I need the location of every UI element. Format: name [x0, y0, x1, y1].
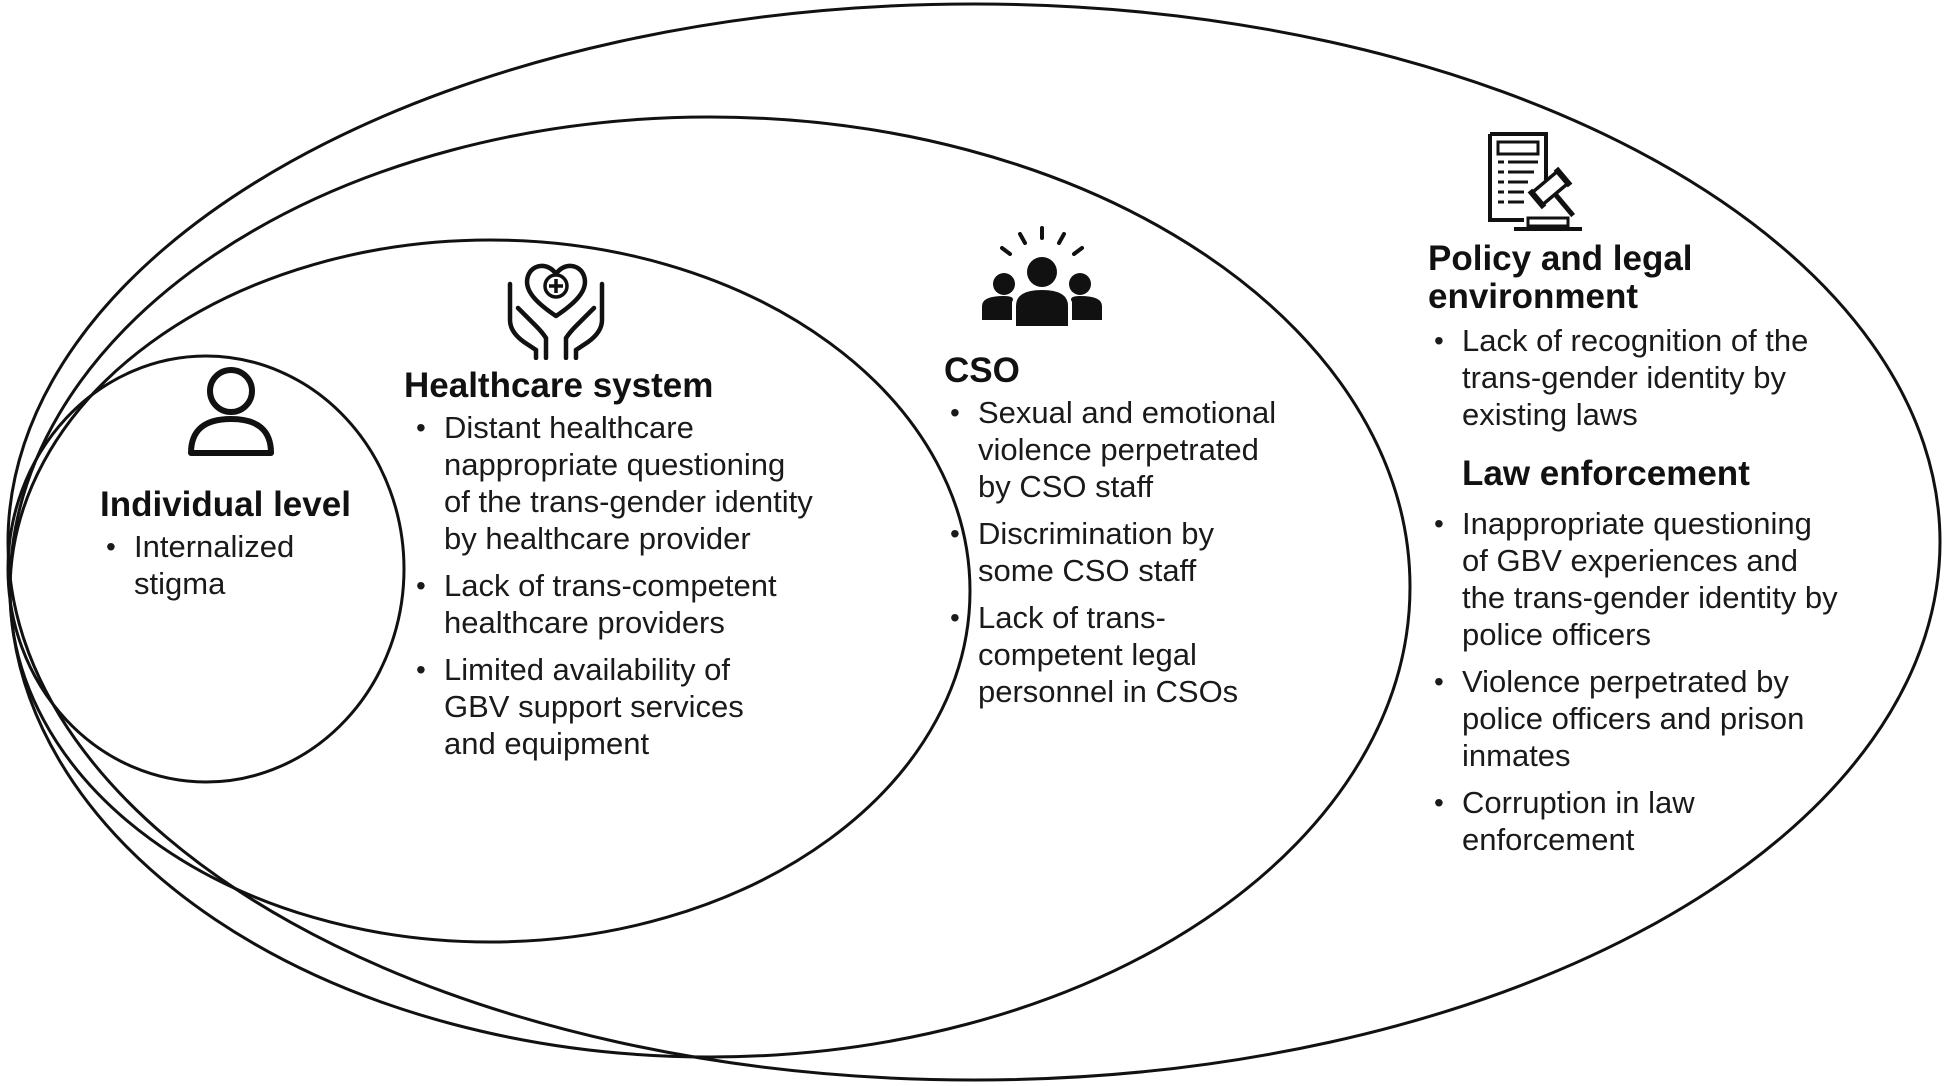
healthcare-system-list: Distant healthcare nappropriate question…	[410, 409, 834, 762]
cso-list: Sexual and emotional violence perpetrate…	[944, 394, 1284, 710]
individual-level-list: Internalized stigma	[100, 528, 380, 602]
law-item: Inappropriate questioning of GBV experie…	[1428, 505, 1838, 653]
law-enforcement-list: Inappropriate questioning of GBV experie…	[1428, 505, 1848, 858]
healthcare-item: Distant healthcare nappropriate question…	[410, 409, 816, 557]
heart-in-hands-icon	[507, 263, 605, 360]
policy-legal-title: Policy and legal environment	[1428, 239, 1693, 316]
healthcare-system-title: Healthcare system	[404, 366, 714, 405]
healthcare-item: Limited availability of GBV support serv…	[410, 651, 784, 762]
healthcare-item: Lack of trans-competent healthcare provi…	[410, 567, 816, 641]
law-item: Violence perpetrated by police officers …	[1428, 663, 1808, 774]
policy-legal-list: Lack of recognition of the trans-gender …	[1428, 322, 1848, 433]
policy-legal-section: Policy and legal environment Lack of rec…	[1428, 240, 1848, 443]
policy-item: Lack of recognition of the trans-gender …	[1428, 322, 1848, 433]
cso-item: Sexual and emotional violence perpetrate…	[944, 394, 1278, 505]
cso-item: Discrimination by some CSO staff	[944, 515, 1248, 589]
legal-document-gavel-icon	[1488, 132, 1582, 231]
individual-level-section: Individual level Internalized stigma	[100, 486, 380, 612]
law-enforcement-title: Law enforcement	[1462, 454, 1750, 493]
cso-item: Lack of trans-competent legal personnel …	[944, 599, 1248, 710]
person-icon	[188, 367, 274, 456]
cso-title: CSO	[944, 351, 1020, 390]
individual-level-title: Individual level	[100, 485, 351, 524]
inner-circle-individual	[6, 354, 406, 784]
outer-ellipse-policy	[6, 2, 1942, 1082]
individual-level-item: Internalized stigma	[100, 528, 324, 602]
healthcare-system-section: Healthcare system Distant healthcare nap…	[404, 367, 834, 772]
cso-section: CSO Sexual and emotional violence perpet…	[944, 352, 1284, 720]
law-item: Corruption in law enforcement	[1428, 784, 1732, 858]
group-people-icon	[982, 226, 1102, 326]
law-enforcement-section: Law enforcement Inappropriate questionin…	[1428, 455, 1848, 868]
